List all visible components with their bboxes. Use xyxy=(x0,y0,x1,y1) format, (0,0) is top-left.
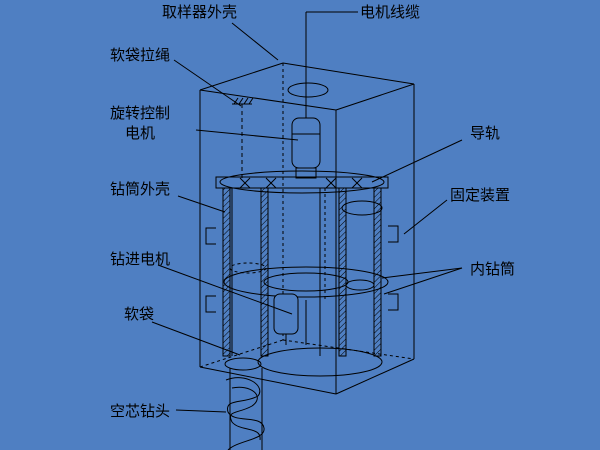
label-fixing-device: 固定装置 xyxy=(450,186,511,204)
feed-motor xyxy=(273,293,307,345)
leader-sampler-shell xyxy=(231,22,279,61)
label-motor-cable: 电机线缆 xyxy=(360,3,421,21)
sampler-shell-box xyxy=(199,62,415,395)
inner-drill-plate xyxy=(223,266,389,298)
rope-anchor xyxy=(232,97,254,180)
label-inner-drill: 内钻筒 xyxy=(470,260,516,278)
label-drill-shell: 钻筒外壳 xyxy=(110,180,171,198)
fixing-device-left xyxy=(205,227,216,313)
leader-soft-bag xyxy=(151,321,241,356)
bottom-opening xyxy=(257,347,383,377)
leader-fixing-device xyxy=(403,199,448,235)
label-hollow-bit: 空芯钻头 xyxy=(110,402,171,420)
label-rotation-motor-1: 旋转控制 xyxy=(110,104,171,122)
leader-feed-motor xyxy=(157,264,293,315)
soft-bag-bottom xyxy=(224,357,262,371)
drill-shell-right xyxy=(338,187,383,357)
rotation-motor xyxy=(291,117,321,179)
hollow-drill-bit xyxy=(225,368,265,450)
leader-hollow-bit xyxy=(175,409,227,413)
leader-drill-shell xyxy=(177,195,226,213)
cable-hole xyxy=(287,82,329,98)
leader-inner-drill-1 xyxy=(381,267,463,279)
label-rotation-motor-2: 电机 xyxy=(125,124,156,142)
leader-bag-rope xyxy=(173,59,242,107)
guide-rail xyxy=(215,170,389,194)
label-sampler-shell: 取样器外壳 xyxy=(162,3,238,21)
inner-drill-ring xyxy=(263,272,349,292)
fixing-device-right xyxy=(388,225,399,311)
label-feed-motor: 钻进电机 xyxy=(110,250,171,268)
leader-guide-rail xyxy=(371,139,463,183)
label-guide-rail: 导轨 xyxy=(470,124,501,142)
leader-rotation-motor xyxy=(195,129,299,141)
leader-inner-drill-2 xyxy=(383,267,463,295)
label-bag-rope: 软袋拉绳 xyxy=(110,46,171,64)
label-soft-bag: 软袋 xyxy=(124,305,155,323)
